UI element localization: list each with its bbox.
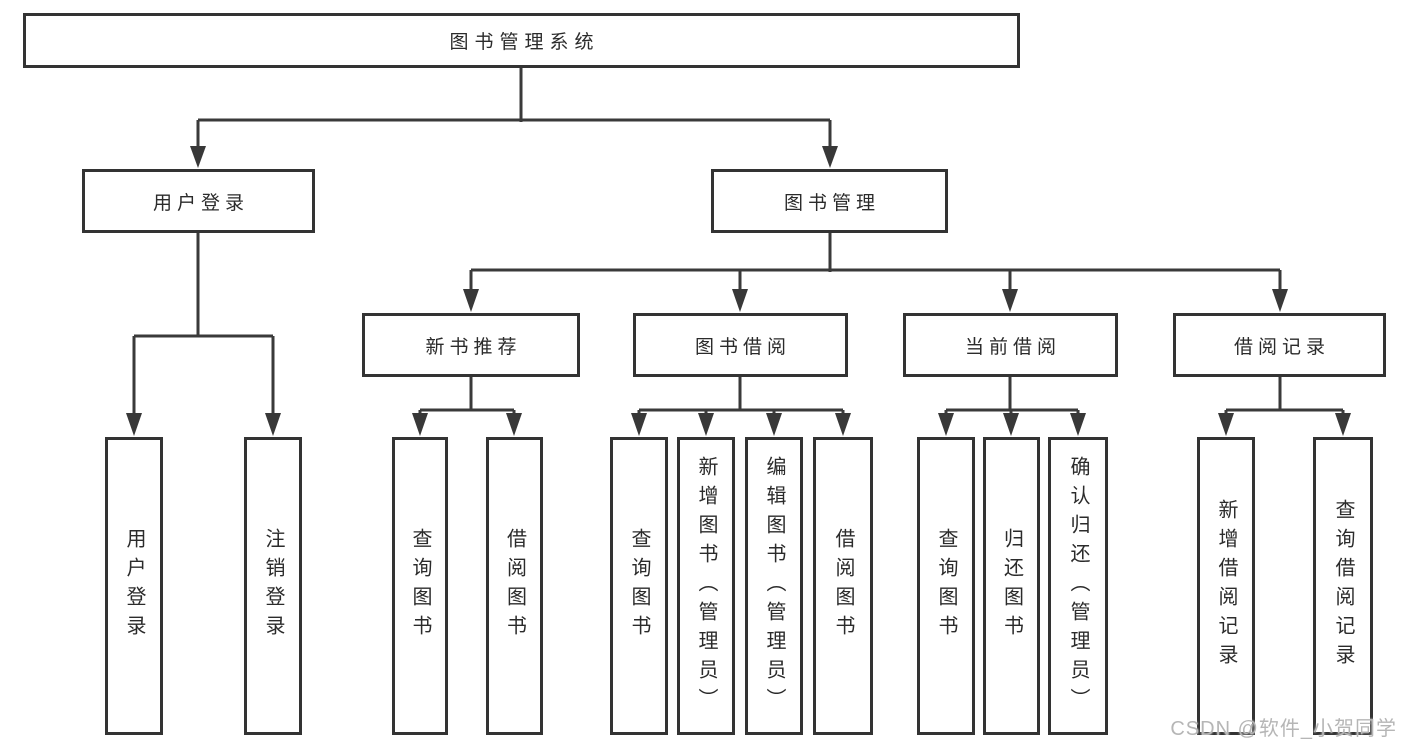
- csdn-watermark: CSDN @软件_小贺同学: [1170, 718, 1397, 740]
- leaf-logout: 注销登录: [244, 437, 302, 735]
- leaf-borrow-add-books-admin: 新增图书（管理员）: [677, 437, 735, 735]
- node-new-book-recommend: 新书推荐: [362, 313, 580, 377]
- leaf-recommend-borrow-books: 借阅图书: [486, 437, 543, 735]
- leaf-borrow-borrow-books: 借阅图书: [813, 437, 873, 735]
- leaf-records-add-record: 新增借阅记录: [1197, 437, 1255, 735]
- leaf-current-confirm-return-admin: 确认归还（管理员）: [1048, 437, 1108, 735]
- leaf-borrow-query-books: 查询图书: [610, 437, 668, 735]
- leaf-recommend-query-books: 查询图书: [392, 437, 448, 735]
- leaf-current-return-books: 归还图书: [983, 437, 1040, 735]
- leaf-records-query-record: 查询借阅记录: [1313, 437, 1373, 735]
- node-user-login: 用户登录: [82, 169, 315, 233]
- node-root: 图书管理系统: [23, 13, 1020, 68]
- node-borrow-records: 借阅记录: [1173, 313, 1386, 377]
- leaf-user-login: 用户登录: [105, 437, 163, 735]
- node-book-management: 图书管理: [711, 169, 948, 233]
- node-book-borrow: 图书借阅: [633, 313, 848, 377]
- node-current-borrow: 当前借阅: [903, 313, 1118, 377]
- leaf-current-query-books: 查询图书: [917, 437, 975, 735]
- leaf-borrow-edit-books-admin: 编辑图书（管理员）: [745, 437, 803, 735]
